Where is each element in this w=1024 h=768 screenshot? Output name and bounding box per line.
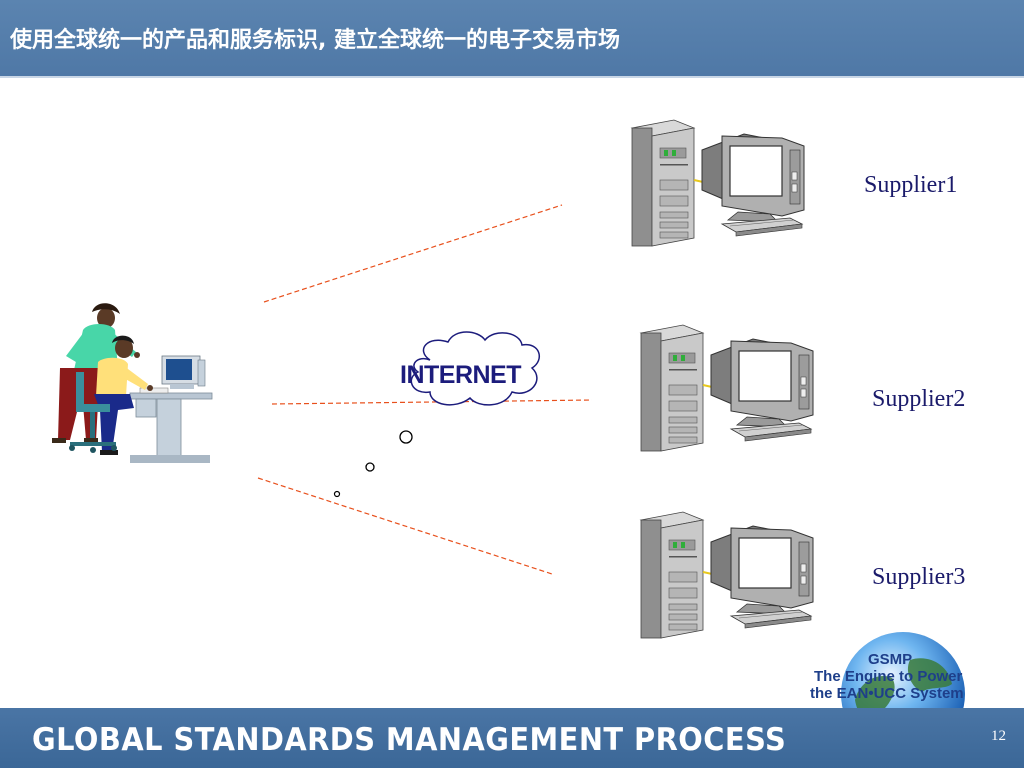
title-bar: 使用全球统一的产品和服务标识, 建立全球统一的电子交易市场 [0, 0, 1024, 78]
bubble-small-icon [333, 490, 341, 498]
supplier1-computer-icon [631, 119, 805, 247]
page-number: 12 [991, 728, 1006, 744]
bubble-large-icon [399, 430, 413, 444]
logo-name: GSMP [868, 651, 913, 668]
footer-banner: GLOBAL STANDARDS MANAGEMENT PROCESS [32, 722, 787, 758]
connector-line-2 [271, 399, 593, 405]
logo-tagline-2: the EAN•UCC System [810, 685, 964, 702]
supplier1-label: Supplier1 [864, 172, 958, 198]
supplier2-computer-icon [640, 324, 814, 452]
buyers-at-desk-icon [52, 303, 213, 463]
supplier3-label: Supplier3 [872, 564, 966, 590]
supplier3-computer-icon [640, 511, 814, 639]
footer-bar: GLOBAL STANDARDS MANAGEMENT PROCESS 12 [0, 708, 1024, 768]
internet-label: INTERNET [400, 361, 522, 389]
page-title: 使用全球统一的产品和服务标识, 建立全球统一的电子交易市场 [10, 28, 621, 53]
logo-tagline-1: The Engine to Power [814, 668, 963, 685]
connector-line-1 [263, 204, 563, 303]
connector-line-3 [257, 477, 553, 575]
internet-cloud-icon [410, 331, 541, 406]
bubble-medium-icon [365, 462, 375, 472]
supplier2-label: Supplier2 [872, 386, 966, 412]
